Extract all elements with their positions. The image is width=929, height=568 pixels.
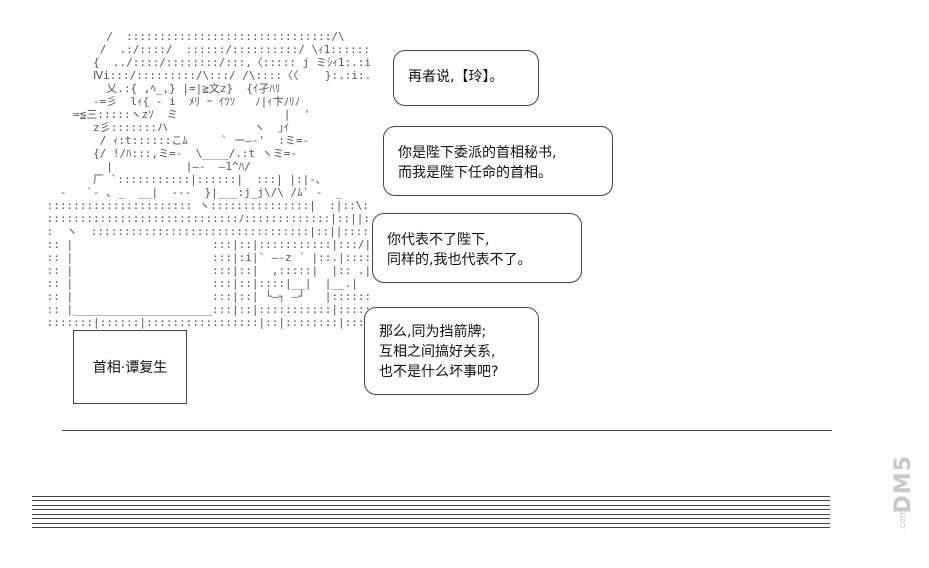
separator-rule [32,523,830,528]
bubble-3-line-2: 同样的,我也代表不了。 [387,252,532,268]
separator-rule [32,514,830,519]
watermark-main: DM5 [890,455,916,514]
nameplate: 首相·谭复生 [73,330,187,404]
bubble-2-line-2: 而我是陛下任命的首相。 [398,165,552,181]
nameplate-text: 首相·谭复生 [92,360,168,376]
speech-bubble-1: 再者说,【玲】。 [393,50,539,106]
watermark-sub: .com [898,509,908,532]
separator-rules [32,496,830,532]
bubble-4-line-1: 那么,同为挡箭牌; [379,324,487,340]
separator-rule [32,496,830,501]
ground-line [62,430,832,431]
bubble-4-line-2: 互相之间搞好关系, [379,344,496,360]
bubble-4-line-3: 也不是什么坏事吧? [379,364,499,380]
dm5-watermark-logo: DM5 .com [888,455,918,555]
separator-rule [32,505,830,510]
bubble-1-line-1: 再者说,【玲】。 [408,69,504,85]
speech-bubble-3: 你代表不了陛下, 同样的,我也代表不了。 [372,213,582,283]
ascii-art-figure: / :::::::::::::::::::::::::::::::/\ / .:… [46,30,370,329]
speech-bubble-2: 你是陛下委派的首相秘书, 而我是陛下任命的首相。 [383,126,613,196]
speech-bubble-4: 那么,同为挡箭牌; 互相之间搞好关系, 也不是什么坏事吧? [364,307,539,395]
bubble-3-line-1: 你代表不了陛下, [387,232,490,248]
bubble-2-line-1: 你是陛下委派的首相秘书, [398,145,557,161]
